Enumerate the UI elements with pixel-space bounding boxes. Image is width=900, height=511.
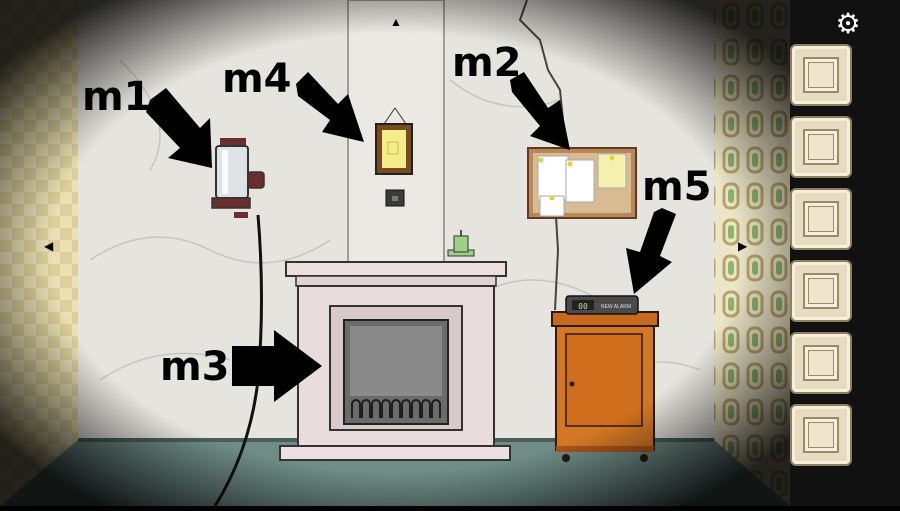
nav-left-icon[interactable]: ◀ — [44, 239, 54, 253]
inventory-slot[interactable] — [790, 188, 852, 250]
annotation-arrows — [146, 72, 676, 402]
marker-m3: m3 — [160, 344, 230, 390]
arrow-m1 — [146, 88, 212, 168]
arrow-m2 — [510, 72, 570, 150]
cabinet[interactable] — [551, 311, 659, 462]
clock-label: NEW ALARM — [601, 304, 631, 310]
inventory-bar — [790, 44, 860, 476]
corkboard[interactable] — [527, 147, 637, 219]
nav-right-icon[interactable]: ▶ — [738, 239, 748, 253]
marker-m4: m4 — [222, 56, 292, 102]
alarm-clock[interactable]: 00 NEW ALARM — [565, 295, 639, 315]
inventory-slot[interactable] — [790, 404, 852, 466]
arrow-m5 — [626, 208, 676, 294]
clock-digits: 00 — [578, 302, 588, 311]
nav-up-icon[interactable]: ▲ — [390, 15, 402, 29]
gear-icon[interactable]: ⚙ — [835, 8, 861, 39]
marker-m5: m5 — [642, 164, 712, 210]
right-wall — [714, 0, 790, 506]
marker-m2: m2 — [452, 40, 522, 86]
left-wall — [0, 0, 78, 506]
inventory-slot[interactable] — [790, 332, 852, 394]
inventory-slot[interactable] — [790, 116, 852, 178]
arrow-m4 — [296, 72, 364, 142]
arrow-m3 — [232, 330, 322, 402]
inventory-slot[interactable] — [790, 44, 852, 106]
inventory-slot[interactable] — [790, 260, 852, 322]
marker-m1: m1 — [82, 74, 152, 120]
